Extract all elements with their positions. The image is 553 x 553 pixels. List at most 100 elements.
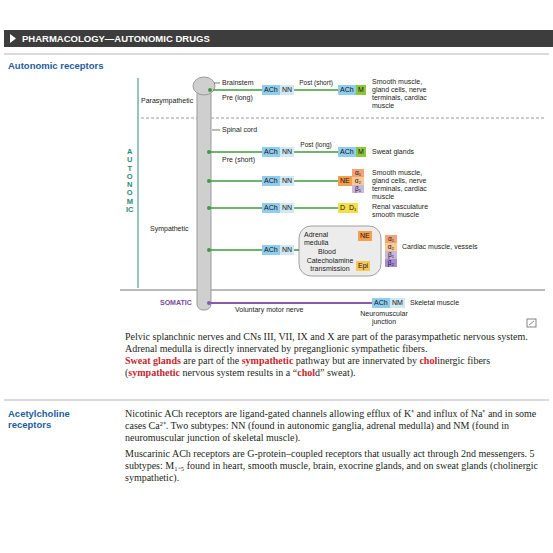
diagram-label: Renal vasculature smooth muscle xyxy=(372,203,442,219)
box-text: ACh xyxy=(264,86,278,93)
body-text: d” sweat). xyxy=(315,367,356,378)
leader-line xyxy=(212,130,220,131)
box-text: α₂ xyxy=(388,243,394,250)
postganglionic-fiber xyxy=(294,151,338,153)
box-text: D xyxy=(340,204,345,211)
receptor-box: ACh xyxy=(262,245,280,255)
receptor-cell: α₂ xyxy=(385,243,397,251)
box-text: β₁ xyxy=(355,185,361,192)
body-text: are part of the xyxy=(181,355,242,366)
diagram-label: Parasympathetic xyxy=(141,97,193,105)
body-text: Nicotinic ACh receptors are ligand-gated… xyxy=(125,408,536,443)
emphasis-text: Sweat glands xyxy=(125,355,181,366)
receptor-box: Epi xyxy=(356,261,370,271)
note-icon xyxy=(527,319,536,327)
brainstem xyxy=(193,77,215,95)
box-text: NE xyxy=(340,177,350,184)
body-text: nervous system results in a “ xyxy=(180,367,297,378)
leader-line xyxy=(214,83,220,84)
soma xyxy=(207,301,211,305)
receptor-box: NN xyxy=(280,245,294,255)
receptor-cell: α₁ xyxy=(385,235,397,243)
postganglionic-fiber xyxy=(294,207,338,209)
fiber xyxy=(211,180,262,182)
box-text: β₁ xyxy=(388,251,394,258)
box-text: α₁ xyxy=(388,235,394,242)
box-text: NN xyxy=(282,204,292,211)
diagram-label: Skeletal muscle xyxy=(410,299,459,307)
text-block: Nicotinic ACh receptors are ligand-gated… xyxy=(125,408,545,488)
diagram-label: SOMATIC xyxy=(160,299,192,307)
receptor-box: ACh xyxy=(338,147,356,157)
header-bar xyxy=(4,30,553,47)
section-heading: Acetylcholine receptors xyxy=(8,408,98,430)
preganglionic-fibers xyxy=(211,90,262,250)
box-text: α₁ xyxy=(355,169,361,176)
receptor-box: ACh xyxy=(262,203,280,213)
autonomic-bracket xyxy=(138,78,139,288)
diagram-label: Pre (long) xyxy=(222,94,253,102)
receptor-cell: β₁ xyxy=(385,251,397,259)
text-block: Pelvic splanchnic nerves and CNs III, VI… xyxy=(125,331,545,379)
diagram-label: Cardiac muscle, vessels xyxy=(402,243,477,251)
receptor-box: D xyxy=(338,203,347,213)
paragraph: Sweat glands are part of the sympathetic… xyxy=(125,355,545,379)
soma xyxy=(207,206,211,210)
box-text: ACh xyxy=(340,86,354,93)
box-text: ACh xyxy=(264,148,278,155)
box-text: M xyxy=(358,148,364,155)
paragraph: Adrenal medulla is directly innervated b… xyxy=(125,343,545,355)
emphasis-text: chol xyxy=(297,367,315,378)
receptor-box: ACh xyxy=(262,147,280,157)
emphasis-text: chol xyxy=(419,355,437,366)
paragraph: Muscarinic ACh receptors are G-protein–c… xyxy=(125,448,545,484)
receptor-box: NN xyxy=(280,85,294,95)
soma xyxy=(207,248,211,252)
box-text: NM xyxy=(392,299,403,306)
box-text: M xyxy=(358,86,364,93)
box-text: ACh xyxy=(340,148,354,155)
emphasis-text: sympathetic xyxy=(242,355,294,366)
box-text: β₂ xyxy=(388,259,394,266)
receptor-box: NE xyxy=(358,231,372,241)
body-text: Pelvic splanchnic nerves and CNs III, VI… xyxy=(125,331,528,342)
diagram-label: Adrenal medulla xyxy=(304,231,354,247)
fiber xyxy=(211,151,262,153)
receptor-box: ACh xyxy=(262,176,280,186)
neuron-somas xyxy=(207,88,212,252)
diagram-label: Sweat glands xyxy=(372,148,414,156)
box-text: α₂ xyxy=(355,177,361,184)
postganglionic-fiber xyxy=(294,89,338,91)
diagram-label: Blood xyxy=(318,248,336,256)
box-text: NE xyxy=(360,232,370,239)
body-text: Adrenal medulla is directly innervated b… xyxy=(125,343,427,354)
box-text: ACh xyxy=(374,299,388,306)
diagram-label: Smooth muscle, gland cells, nerve termin… xyxy=(372,169,438,201)
spinal-cord xyxy=(197,88,211,310)
receptor-box: M xyxy=(356,147,366,157)
box-text: Epi xyxy=(358,262,368,269)
receptor-box: NN xyxy=(280,176,294,186)
vertical-label: AUTONOMIC xyxy=(126,148,134,214)
section-heading: Autonomic receptors xyxy=(8,60,118,71)
box-text: ACh xyxy=(264,177,278,184)
receptor-box: D₁ xyxy=(347,203,358,213)
body-text: Muscarinic ACh receptors are G-protein–c… xyxy=(125,448,538,483)
page-title: PHARMACOLOGY—AUTONOMIC DRUGS xyxy=(22,32,210,45)
receptor-box: ACh xyxy=(338,85,356,95)
edge-label: Post (short) xyxy=(298,79,334,87)
adrenal-cell xyxy=(299,226,381,276)
receptor-box: ACh xyxy=(262,85,280,95)
diagram-label: Voluntary motor nerve xyxy=(235,306,303,314)
body-text: pathway but are innervated by xyxy=(293,355,419,366)
diagram-label: Smooth muscle, gland cells, nerve termin… xyxy=(372,78,440,110)
receptor-box: NN xyxy=(280,203,294,213)
somatic-fiber xyxy=(211,302,372,304)
somatic-divider xyxy=(120,290,545,291)
diagram-label: Sympathetic xyxy=(150,225,189,233)
section-rule xyxy=(4,54,549,55)
diagram-label: Pre (short) xyxy=(222,156,255,164)
header-triangle xyxy=(10,34,16,43)
fiber xyxy=(211,207,262,209)
